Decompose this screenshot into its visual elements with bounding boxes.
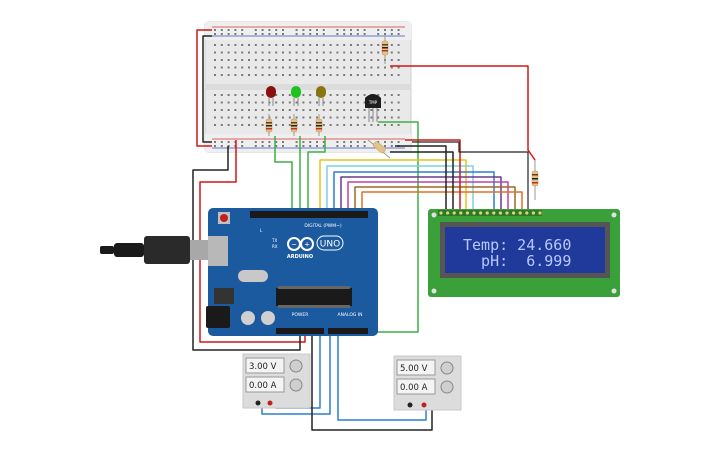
analog-label: ANALOG IN	[337, 312, 362, 318]
sensor-label: TMP	[368, 100, 378, 105]
resistor-led-yellow[interactable]	[315, 114, 323, 136]
supply-right-current: 0.00 A	[400, 383, 428, 393]
svg-text:+: +	[304, 241, 310, 249]
lcd-module[interactable]: Temp: 24.660 pH: 6.999	[428, 209, 620, 297]
power-label: POWER	[292, 312, 309, 318]
rx-label: RX	[272, 244, 278, 249]
supply-right-voltage: 5.00 V	[400, 364, 428, 374]
terminal-neg-left[interactable]	[255, 400, 261, 406]
analog-header[interactable]	[328, 328, 368, 334]
resistor-top-right[interactable]	[381, 36, 389, 64]
arduino-model: UNO	[320, 240, 340, 250]
lcd-line-1: Temp: 24.660	[463, 236, 571, 254]
supply-left-voltage: 3.00 V	[249, 362, 277, 372]
reset-button[interactable]	[220, 214, 228, 222]
digital-label: DIGITAL (PWM~)	[304, 223, 342, 229]
breadboard[interactable]	[204, 21, 412, 153]
led-red[interactable]	[266, 86, 276, 106]
arduino-logo: − +	[287, 237, 314, 251]
current-knob-left[interactable]	[289, 378, 303, 392]
regulator	[214, 288, 234, 304]
terminal-pos-right[interactable]	[421, 402, 427, 408]
power-supply-right[interactable]: 5.00 V 0.00 A	[393, 355, 462, 411]
usb-port	[208, 236, 228, 266]
resistor-diagonal[interactable]	[367, 139, 391, 159]
tx-label: TX	[271, 238, 277, 243]
power-supply-left[interactable]: 3.00 V 0.00 A	[242, 353, 311, 409]
resistor-led-green[interactable]	[290, 114, 298, 136]
lcd-line-2: pH: 6.999	[463, 252, 571, 270]
l-label: L	[260, 228, 263, 233]
terminal-neg-right[interactable]	[407, 402, 413, 408]
wires	[192, 29, 536, 431]
digital-header[interactable]	[250, 211, 368, 218]
resistor-lcd[interactable]	[531, 160, 539, 200]
power-jack	[206, 306, 230, 328]
microcontroller-chip	[276, 288, 352, 306]
resistor-led-red[interactable]	[265, 114, 273, 136]
voltage-knob-left[interactable]	[289, 359, 303, 373]
usb-cable	[100, 236, 210, 264]
led-yellow[interactable]	[316, 86, 326, 106]
terminal-pos-left[interactable]	[267, 400, 273, 406]
arduino-board[interactable]: DIGITAL (PWM~) − + ARDUINO UNO TX RX L P…	[206, 208, 378, 336]
power-header[interactable]	[276, 328, 324, 334]
led-green[interactable]	[291, 86, 301, 106]
voltage-knob-right[interactable]	[440, 361, 454, 375]
capacitor-left	[241, 311, 255, 325]
crystal	[238, 270, 268, 282]
current-knob-right[interactable]	[440, 380, 454, 394]
supply-left-current: 0.00 A	[249, 381, 277, 391]
svg-text:−: −	[291, 241, 297, 249]
capacitor-right	[261, 311, 275, 325]
arduino-brand: ARDUINO	[287, 254, 313, 260]
temperature-sensor[interactable]: TMP	[365, 94, 381, 122]
